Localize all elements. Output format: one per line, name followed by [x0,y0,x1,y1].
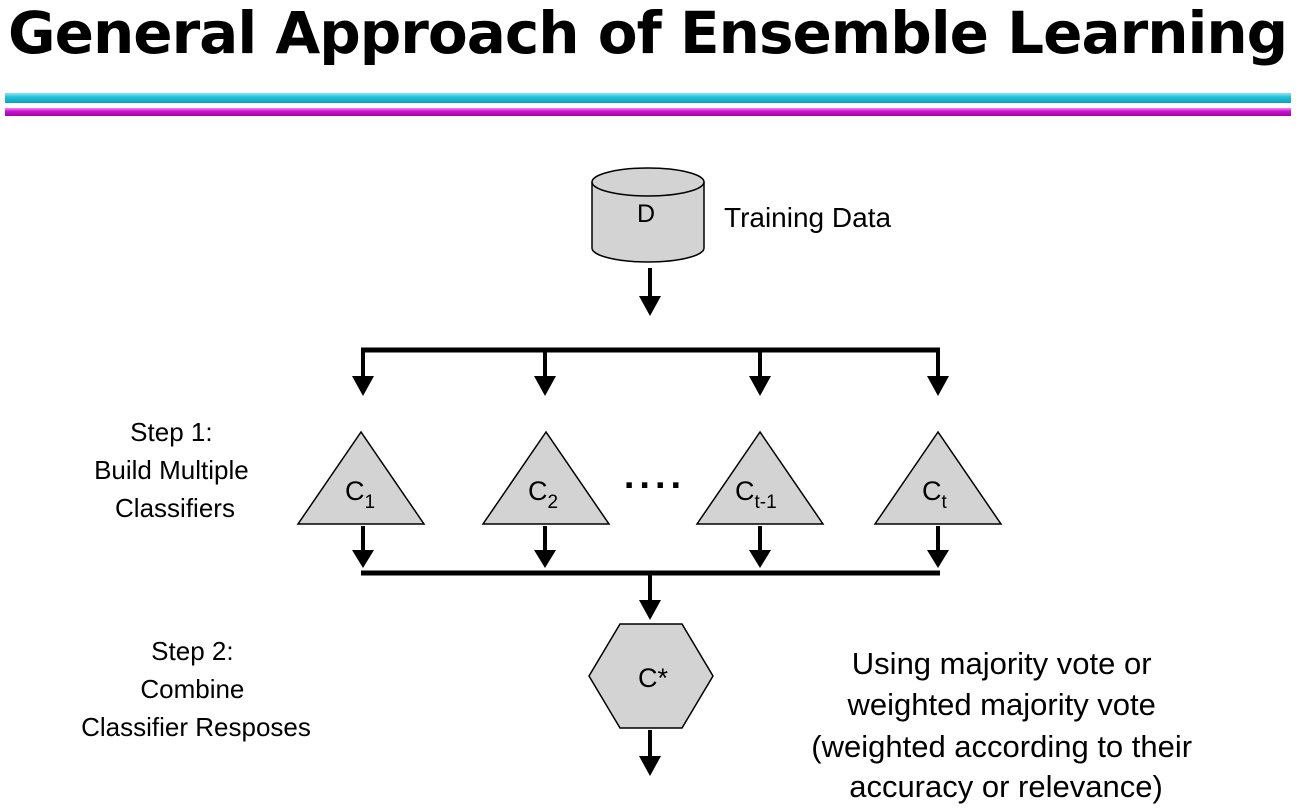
voting-note-line: (weighted according to their [811,729,1192,764]
step1-line: Build Multiple [94,455,249,485]
arrow-data-to-bus [639,268,661,316]
step1-line: Classifiers [115,493,235,523]
voting-note: Using majority vote or weighted majority… [811,646,1200,804]
voting-note-line: weighted majority vote [846,687,1155,722]
combiner-label: C* [638,663,668,693]
classifier-label-4: Ct [922,476,948,513]
arrow-bus-to-combiner [639,573,661,620]
training-data-caption: Training Data [724,202,891,233]
voting-note-line: accuracy or relevance) [849,769,1163,804]
magenta-rule [5,108,1291,116]
classifier-triangle-4 [873,430,1003,525]
step2-line: Combine [140,674,244,704]
classifier-label-2: C2 [528,476,558,513]
step1-text: Step 1: Build Multiple Classifiers [94,417,256,523]
distribution-bus [352,347,949,396]
classifier-triangle-2 [481,430,611,525]
combiner-hexagon [588,623,714,729]
classifier-label-1: C1 [345,476,375,513]
classifier-triangle-1 [296,430,426,525]
classifier-triangle-3 [695,430,825,525]
cyan-rule [5,93,1291,103]
step2-line: Classifier Resposes [81,712,311,742]
training-data-label: D [637,200,655,228]
classifier-label-3: Ct-1 [735,476,777,513]
training-data-cylinder [591,167,705,263]
arrow-output [639,730,661,776]
voting-note-line: Using majority vote or [852,646,1152,681]
collection-bus [352,526,949,576]
slide-title: General Approach of Ensemble Learning [8,0,1288,67]
step2-text: Step 2: Combine Classifier Resposes [81,636,311,742]
step2-line: Step 2: [151,636,233,666]
classifier-ellipsis: .... [624,455,686,497]
step1-line: Step 1: [130,417,212,447]
